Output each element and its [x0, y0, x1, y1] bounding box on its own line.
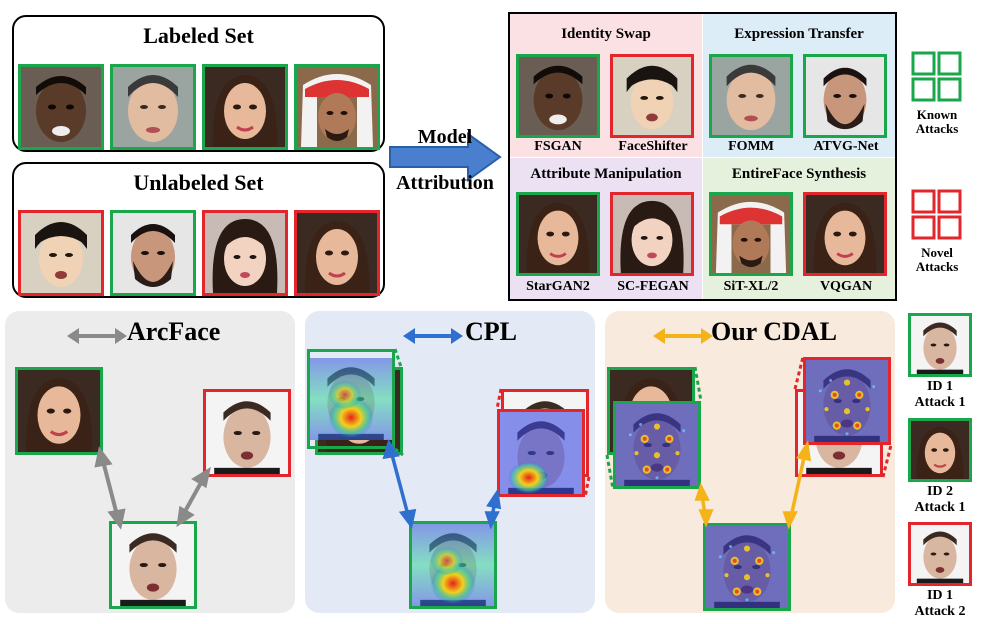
cell-entireface-synthesis: EntireFace Synthesis SiT-XL/2 VQGAN — [703, 158, 895, 299]
id1-attack2-line1: ID 1 — [926, 588, 954, 603]
novel-line2: Attacks — [915, 259, 959, 274]
novel-attacks-icon — [911, 189, 963, 241]
double-arrow-icon — [67, 328, 127, 344]
id1-attack2-line2: Attack 2 — [914, 604, 966, 619]
identity-swap-title: Identity Swap — [561, 26, 651, 42]
attribute-manipulation-title: Attribute Manipulation — [530, 166, 682, 182]
id2-attack1-label: ID 2 Attack 1 — [895, 484, 985, 516]
sitxl-face — [709, 192, 793, 276]
unlabeled-face-2 — [110, 210, 196, 296]
id1-attack1-line1: ID 1 — [926, 379, 954, 394]
id1-attack1-line2: Attack 1 — [914, 395, 966, 410]
method-fomm: FOMM — [728, 139, 774, 154]
method-vqgan: VQGAN — [819, 279, 873, 294]
unlabeled-face-4 — [294, 210, 380, 296]
id1-attack1-face — [908, 313, 972, 377]
id2-attack1-line2: Attack 1 — [914, 500, 966, 515]
unlabeled-face-1 — [18, 210, 104, 296]
atvg-face — [803, 54, 887, 138]
unlabeled-set-title: Unlabeled Set — [133, 170, 264, 195]
method-atvg-net: ATVG-Net — [813, 139, 879, 154]
id1-attack1-label: ID 1 Attack 1 — [895, 379, 985, 411]
cell-expression-transfer: Expression Transfer FOMM ATVG-Net — [703, 14, 895, 157]
cdal-anchor-dots — [703, 523, 791, 611]
method-stargan2: StarGAN2 — [526, 279, 590, 294]
method-fsgan: FSGAN — [534, 139, 582, 154]
scfegan-face — [610, 192, 694, 276]
arrow-right-icon — [389, 132, 502, 182]
labeled-face-3 — [202, 64, 288, 150]
known-line2: Attacks — [915, 121, 959, 136]
method-faceshifter: FaceShifter — [618, 139, 688, 154]
stargan2-face — [516, 192, 600, 276]
id1-attack2-face — [908, 522, 972, 586]
id1-attack2-label: ID 1 Attack 2 — [895, 588, 985, 620]
entireface-synthesis-title: EntireFace Synthesis — [731, 166, 867, 182]
cpl-panel: CPL — [305, 311, 595, 613]
labeled-set-box: Labeled Set — [12, 15, 385, 152]
cdal-arrows — [605, 356, 893, 530]
cpl-title: CPL — [465, 317, 517, 346]
cell-identity-swap: Identity Swap FSGAN FaceShifter — [510, 14, 702, 157]
id2-attack1-line1: ID 2 — [926, 484, 954, 499]
cpl-attack2-heatmap — [497, 409, 585, 497]
id2-attack1-face — [908, 418, 972, 482]
arrow-label-model: Model — [417, 126, 473, 148]
cpl-id2-heatmap — [307, 349, 395, 449]
novel-line1: Novel — [921, 245, 953, 260]
double-arrow-icon — [403, 328, 463, 344]
method-sc-fegan: SC-FEGAN — [617, 279, 689, 294]
arcface-anchor-face — [109, 521, 197, 609]
attack-grid: Identity Swap FSGAN FaceShifter Expressi… — [508, 12, 897, 301]
known-attacks-label: Known Attacks — [897, 108, 977, 136]
cdal-id2-dots — [613, 401, 701, 489]
cdal-panel: Our CDAL — [605, 311, 895, 613]
known-line1: Known — [916, 107, 958, 122]
double-arrow-icon — [653, 328, 713, 344]
cdal-title: Our CDAL — [711, 317, 837, 346]
cpl-anchor-heatmap — [409, 521, 497, 609]
arcface-arrows — [94, 446, 211, 530]
arcface-title: ArcFace — [127, 317, 221, 346]
cell-attribute-manipulation: Attribute Manipulation StarGAN2 SC-FEGAN — [510, 158, 702, 299]
arcface-id1-attack2-face — [203, 389, 291, 477]
method-sit-xl2: SiT-XL/2 — [723, 279, 779, 294]
fomm-face — [709, 54, 793, 138]
labeled-face-1 — [18, 64, 104, 150]
unlabeled-face-3 — [202, 210, 288, 296]
fsgan-face — [516, 54, 600, 138]
labeled-face-2 — [110, 64, 196, 150]
vqgan-face — [803, 192, 887, 276]
labeled-set-title: Labeled Set — [143, 23, 254, 48]
arcface-id2-face — [15, 367, 103, 455]
labeled-face-4 — [294, 64, 380, 150]
arcface-panel: ArcFace — [5, 311, 295, 613]
cpl-arrows — [382, 348, 591, 530]
cdal-attack2-dots — [803, 357, 891, 445]
model-attribution-arrow — [388, 132, 506, 182]
known-attacks-icon — [911, 51, 963, 103]
unlabeled-set-box: Unlabeled Set — [12, 162, 385, 298]
expression-transfer-title: Expression Transfer — [734, 26, 864, 42]
arrow-label-attribution: Attribution — [396, 172, 494, 194]
faceshifter-face — [610, 54, 694, 138]
novel-attacks-label: Novel Attacks — [897, 246, 977, 274]
